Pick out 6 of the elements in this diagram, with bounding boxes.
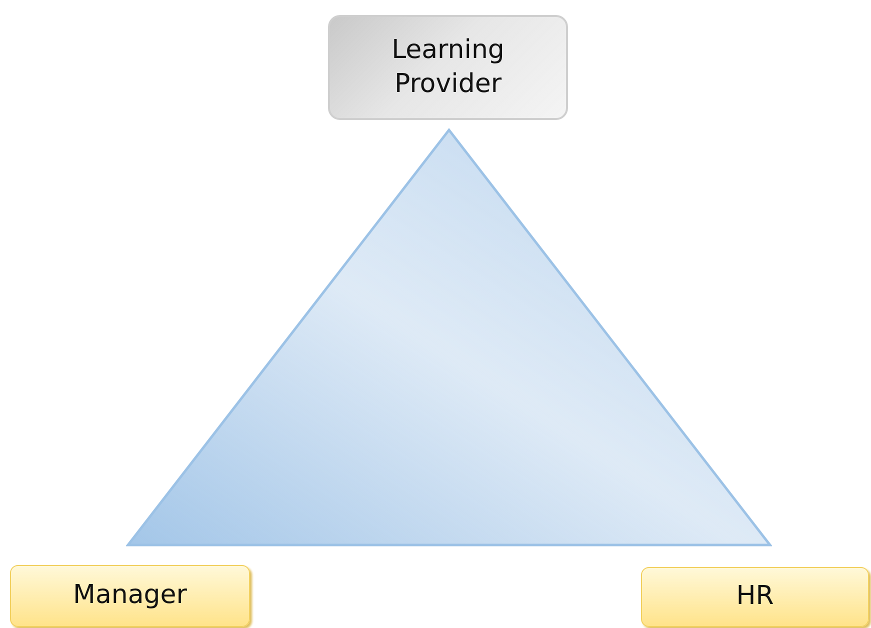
- hr-box: [641, 567, 869, 627]
- box-label: Manager: [73, 579, 187, 612]
- box-label: Learning Provider: [390, 34, 506, 100]
- provider-box: [328, 15, 568, 120]
- manager-box: [10, 565, 250, 627]
- box-label: HR: [736, 580, 774, 614]
